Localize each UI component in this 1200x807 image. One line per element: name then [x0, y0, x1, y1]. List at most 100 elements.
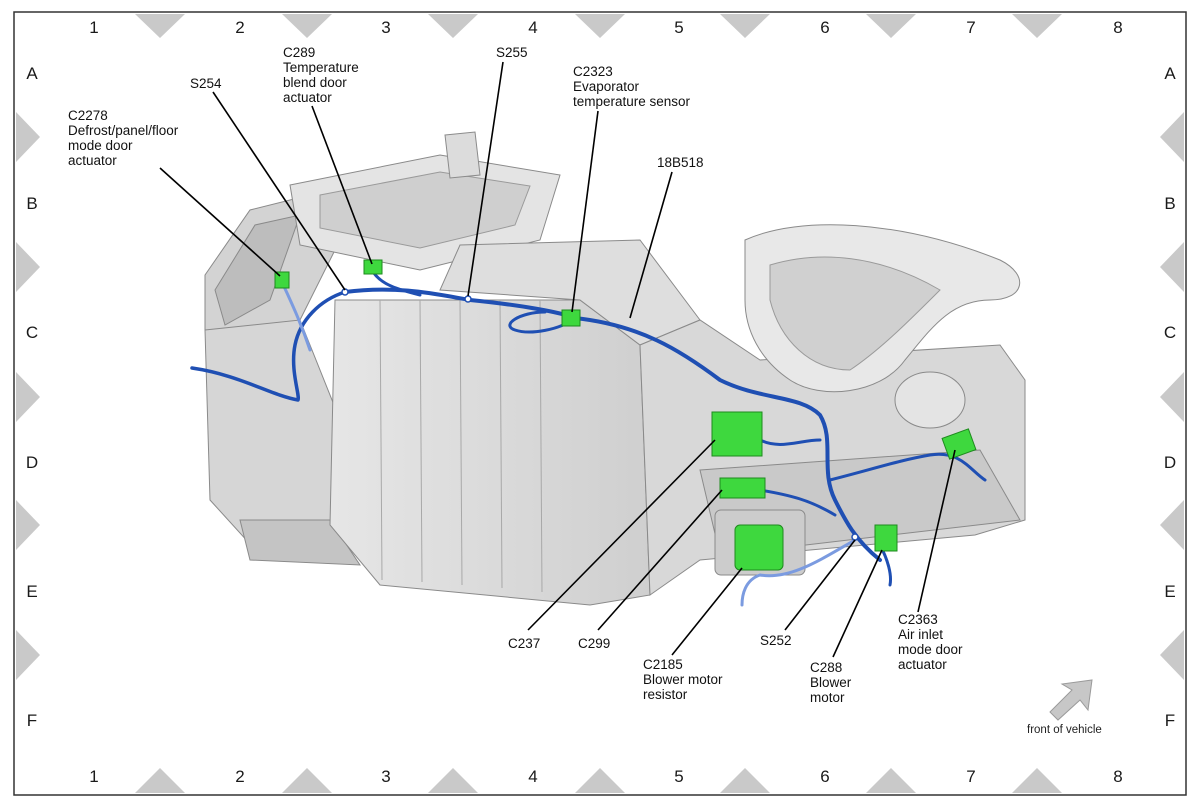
column-label: 2	[235, 767, 244, 786]
harness-branch-c237	[758, 438, 822, 446]
column-label: 1	[89, 767, 98, 786]
row-label: F	[1165, 711, 1175, 730]
column-label: 6	[820, 18, 829, 37]
callout-18b518: 18B518	[657, 155, 704, 170]
grid-markers-bottom	[135, 768, 1062, 793]
front-of-vehicle-indicator: front of vehicle	[1027, 679, 1102, 736]
leader-18b518	[629, 171, 673, 319]
row-label: B	[26, 194, 37, 213]
callout-line: actuator	[898, 657, 947, 672]
callout-line: C289	[283, 45, 315, 60]
callout-line: 18B518	[657, 155, 704, 170]
callout-line: actuator	[283, 90, 332, 105]
hvac-housing-illustration	[204, 131, 1026, 606]
connector-c289	[363, 259, 383, 275]
callout-s252: S252	[760, 633, 792, 648]
callout-line: Air inlet	[898, 627, 943, 642]
column-labels-bottom: 1 2 3 4 5 6 7 8	[89, 767, 1122, 786]
floor-duct	[239, 519, 361, 566]
row-label: C	[1164, 323, 1176, 342]
callout-line: C2278	[68, 108, 108, 123]
callout-line: actuator	[68, 153, 117, 168]
leader-s255	[467, 61, 504, 297]
row-label: A	[1164, 64, 1176, 83]
callout-line: S255	[496, 45, 528, 60]
callout-line: S254	[190, 76, 222, 91]
connector-c2323	[561, 309, 581, 327]
callout-line: C299	[578, 636, 610, 651]
column-label: 8	[1113, 767, 1122, 786]
callout-c237: C237	[508, 636, 540, 651]
front-arrow-icon	[1049, 679, 1093, 721]
callout-c2185: C2185 Blower motor resistor	[643, 657, 723, 702]
row-label: D	[1164, 453, 1176, 472]
column-label: 7	[966, 18, 975, 37]
callout-line: blend door	[283, 75, 347, 90]
callout-c2278: C2278 Defrost/panel/floor mode door actu…	[68, 108, 179, 168]
column-label: 4	[528, 767, 537, 786]
callout-c2323: C2323 Evaporator temperature sensor	[573, 64, 691, 109]
column-label: 2	[235, 18, 244, 37]
housing-rib	[379, 299, 383, 581]
connectors	[274, 259, 977, 571]
leader-s254	[212, 91, 346, 291]
leader-s252	[784, 539, 856, 631]
harness-branch-left	[190, 290, 347, 402]
callout-c299: C299	[578, 636, 610, 651]
top-mount-bracket	[444, 131, 481, 179]
callout-c289: C289 Temperature blend door actuator	[283, 45, 359, 105]
column-label: 7	[966, 767, 975, 786]
column-label: 3	[381, 767, 390, 786]
callout-line: motor	[810, 690, 845, 705]
connector-c2278	[274, 271, 290, 289]
callout-line: C288	[810, 660, 842, 675]
row-labels-right: A B C D E F	[1164, 64, 1176, 730]
leader-c299	[597, 489, 723, 631]
connector-c2185	[734, 524, 784, 571]
row-label: B	[1164, 194, 1175, 213]
housing-rib	[499, 299, 503, 589]
leader-c2363	[917, 449, 956, 613]
callout-line: C2363	[898, 612, 938, 627]
leader-c2278	[159, 167, 281, 277]
column-label: 8	[1113, 18, 1122, 37]
harness-branch-c299	[758, 488, 837, 517]
column-label: 6	[820, 767, 829, 786]
callout-line: Evaporator	[573, 79, 640, 94]
callout-line: resistor	[643, 687, 688, 702]
callout-line: C2185	[643, 657, 683, 672]
housing-rib	[539, 299, 543, 593]
grid-markers-left	[16, 112, 40, 680]
callout-line: Temperature	[283, 60, 359, 75]
callout-line: Defrost/panel/floor	[68, 123, 179, 138]
blower-scroll-inner	[769, 256, 941, 371]
callout-s254: S254	[190, 76, 222, 91]
central-housing	[329, 299, 651, 606]
harness-branch-c2323	[508, 310, 577, 334]
leader-lines	[159, 61, 956, 658]
callout-line: temperature sensor	[573, 94, 691, 109]
row-label: D	[26, 453, 38, 472]
callout-c288: C288 Blower motor	[810, 660, 852, 705]
connector-c288	[874, 524, 898, 552]
splice-s255	[464, 295, 472, 303]
column-label: 3	[381, 18, 390, 37]
column-label: 4	[528, 18, 537, 37]
front-of-vehicle-label: front of vehicle	[1027, 724, 1102, 736]
leader-c289	[311, 105, 373, 265]
housing-rib	[459, 299, 463, 586]
diagram-border	[13, 11, 1187, 796]
row-labels-left: A B C D E F	[26, 64, 38, 730]
callout-c2363: C2363 Air inlet mode door actuator	[898, 612, 963, 672]
left-vent-grille	[214, 214, 301, 326]
row-label: A	[26, 64, 38, 83]
connector-c2363	[941, 428, 977, 460]
column-label: 1	[89, 18, 98, 37]
connector-c237	[711, 411, 763, 457]
row-label: C	[26, 323, 38, 342]
splice-s252	[851, 533, 859, 541]
leader-c288	[832, 549, 883, 658]
column-labels-top: 1 2 3 4 5 6 7 8	[89, 18, 1122, 37]
callout-s255: S255	[496, 45, 528, 60]
